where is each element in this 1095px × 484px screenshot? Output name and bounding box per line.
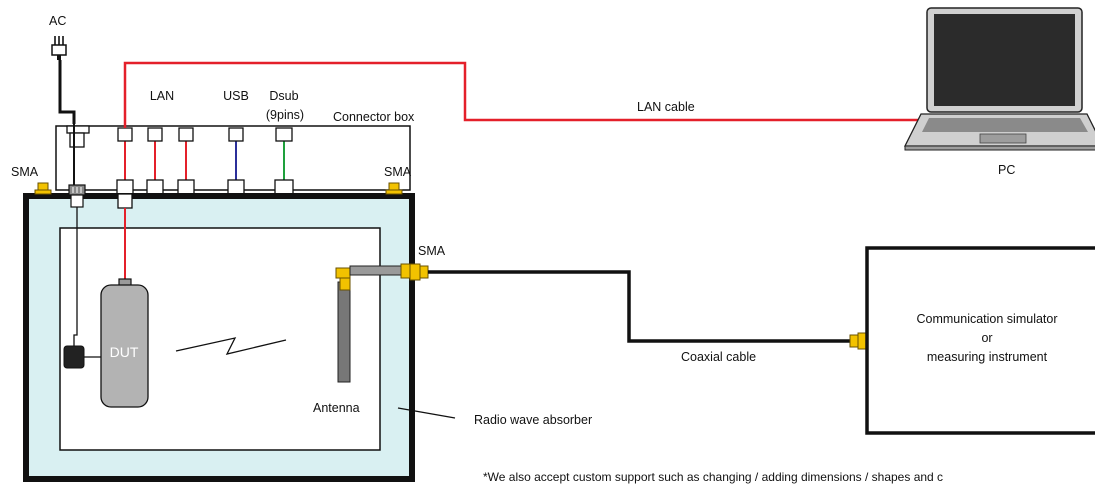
instrument-box — [865, 246, 1095, 435]
dsub-port-bottom — [274, 179, 294, 195]
sma-label-left: SMA — [11, 165, 39, 179]
lan-port-bottom-1 — [116, 179, 134, 195]
absorber-label: Radio wave absorber — [474, 413, 592, 427]
lan-port-top-3 — [178, 127, 194, 142]
connector-box-label: Connector box — [333, 110, 415, 124]
usb-label: USB — [223, 89, 249, 103]
lan-port-bottom-3 — [177, 179, 195, 195]
lan-cable — [123, 61, 922, 128]
dut-power-cable — [73, 207, 78, 347]
instrument-label-line1: Communication simulator — [916, 312, 1057, 326]
footnote: *We also accept custom support such as c… — [483, 470, 943, 484]
instrument-label-line3: measuring instrument — [927, 350, 1048, 364]
power-adapter — [63, 345, 85, 369]
lid-feedthrough — [117, 193, 133, 209]
lan-port-top-1 — [117, 127, 133, 142]
power-plug-icon — [68, 184, 86, 208]
coaxial-cable — [428, 270, 852, 343]
ac-plug-icon — [51, 36, 67, 60]
ac-label: AC — [49, 14, 66, 28]
sma-connector-right — [385, 182, 403, 195]
dut-label: DUT — [110, 344, 139, 360]
sma-label-right: SMA — [384, 165, 412, 179]
sma-connector-left — [34, 182, 52, 195]
pc-label: PC — [998, 163, 1015, 177]
antenna — [335, 263, 412, 383]
antenna-label: Antenna — [313, 401, 360, 415]
usb-port-bottom — [227, 179, 245, 195]
lan-port-bottom-2 — [146, 179, 164, 195]
sma-connector-side — [409, 263, 429, 281]
dsub-label-line1: Dsub — [269, 89, 298, 103]
coaxial-cable-label: Coaxial cable — [681, 350, 756, 364]
ac-power-cable — [58, 60, 76, 124]
absorber-pointer — [397, 407, 456, 419]
sma-label-side: SMA — [418, 244, 446, 258]
usb-port-top — [228, 127, 244, 142]
dut-device — [100, 278, 149, 408]
lan-cable-label: LAN cable — [637, 100, 695, 114]
dsub-port-top — [275, 127, 293, 142]
lan-port-top-2 — [147, 127, 163, 142]
instrument-label-line2: or — [981, 331, 992, 345]
instrument-sma-connector — [849, 332, 867, 350]
dsub-label-line2: (9pins) — [266, 108, 304, 122]
laptop-icon — [903, 7, 1095, 151]
power-feedthrough — [66, 124, 90, 185]
lan-label: LAN — [150, 89, 174, 103]
radio-wave-icon — [175, 337, 287, 355]
